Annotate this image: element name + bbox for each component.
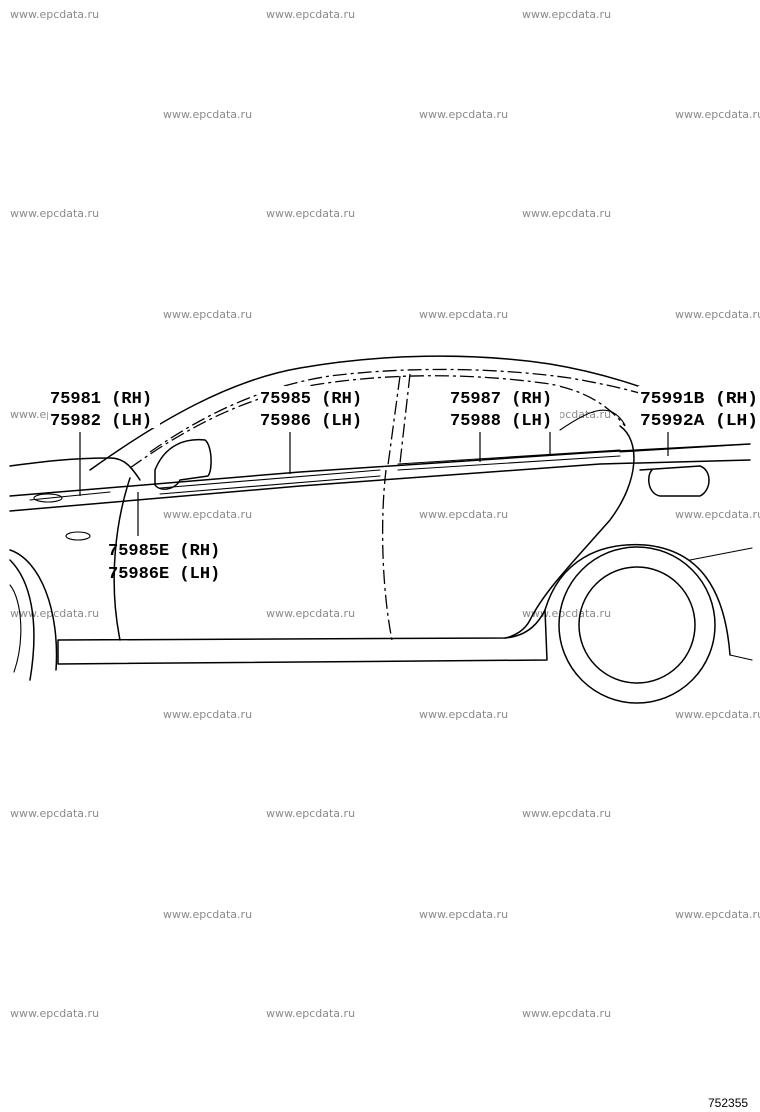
watermark-text: www.epcdata.ru	[522, 8, 611, 21]
fender-emblem	[65, 531, 91, 541]
callout-front-door-rh: 75985 (RH)	[260, 390, 362, 409]
side-marker	[33, 493, 63, 503]
rear-bumper	[689, 547, 753, 561]
front-door-shut-line	[381, 469, 393, 641]
callout-quarter-lh: 75992A (LH)	[640, 412, 758, 431]
watermark-text: www.epcdata.ru	[522, 1007, 611, 1020]
callout-front-fender-rh: 75981 (RH)	[50, 390, 152, 409]
rear-bumper-end	[729, 654, 753, 661]
front-door-molding-lower	[159, 475, 381, 495]
watermark-text: www.epcdata.ru	[522, 807, 611, 820]
quarter-panel	[639, 465, 710, 497]
callout-bg-front-fender	[48, 386, 160, 428]
watermark-text: www.epcdata.ru	[163, 308, 252, 321]
watermark-text: www.epcdata.ru	[419, 508, 508, 521]
callout-rear-door-rh: 75987 (RH)	[450, 390, 552, 409]
watermark-text: www.epcdata.ru	[266, 207, 355, 220]
watermark-text: www.epcdata.ru	[419, 908, 508, 921]
watermark-text: www.epcdata.ru	[675, 108, 760, 121]
watermark-text: www.epcdata.ru	[10, 8, 99, 21]
callout-front-door-e-lh: 75986E (LH)	[108, 565, 220, 584]
roof-drip-molding	[149, 368, 661, 453]
b-pillar-rear	[399, 373, 411, 464]
trunk-line	[619, 443, 751, 453]
watermark-text: www.epcdata.ru	[10, 807, 99, 820]
rear-wheel-arch	[544, 543, 731, 656]
watermark-text: www.epcdata.ru	[163, 508, 252, 521]
front-door-edge	[113, 477, 131, 641]
rear-door-molding-lower	[397, 455, 621, 471]
rear-window-line	[559, 409, 626, 431]
rear-door-edge	[504, 425, 635, 639]
rear-wheel-rim	[578, 566, 696, 684]
watermark-text: www.epcdata.ru	[419, 308, 508, 321]
watermark-text: www.epcdata.ru	[163, 908, 252, 921]
callout-bg-rear-door	[448, 386, 560, 428]
front-door-molding	[159, 469, 381, 489]
rear-wheel-tire	[558, 546, 716, 704]
front-wheel-tire	[9, 559, 35, 681]
callout-front-door-e-rh: 75985E (RH)	[108, 542, 220, 561]
car-side-view	[9, 355, 753, 704]
fender-molding	[29, 491, 111, 501]
watermark-text: www.epcdata.ru	[675, 508, 760, 521]
watermark-layer: www.epcdata.ru www.epcdata.ru www.epcdata.…	[10, 8, 760, 1020]
callout-front-door-lh: 75986 (LH)	[260, 412, 362, 431]
leader-lines	[79, 432, 669, 536]
callout-labels: 75981 (RH) 75982 (LH) 75985 (RH) 75986 (…	[48, 386, 760, 584]
callout-quarter-rh: 75991B (RH)	[640, 390, 758, 409]
watermark-text: www.epcdata.ru	[163, 108, 252, 121]
b-pillar	[387, 375, 401, 466]
watermark-text: www.epcdata.ru	[266, 8, 355, 21]
belt-line-lower	[9, 459, 751, 512]
callout-rear-door-lh: 75988 (LH)	[450, 412, 552, 431]
front-wheel-rim	[9, 584, 22, 673]
watermark-text: www.epcdata.ru	[419, 708, 508, 721]
callout-front-fender-lh: 75982 (LH)	[50, 412, 152, 431]
rear-door-molding	[397, 449, 621, 465]
hood-line	[9, 457, 141, 481]
front-wheel-arch	[9, 549, 58, 671]
figure-number: 752355	[708, 1096, 748, 1110]
roof-line	[89, 355, 701, 471]
watermark-text: www.epcdata.ru	[10, 207, 99, 220]
watermark-text: www.epcdata.ru	[675, 708, 760, 721]
watermark-text: www.epcdata.ru	[522, 207, 611, 220]
watermark-text: www.epcdata.ru	[266, 607, 355, 620]
watermark-text: www.epcdata.ru	[675, 908, 760, 921]
watermark-text: www.epcdata.ru	[10, 1007, 99, 1020]
watermark-text: www.epcdata.ru	[266, 1007, 355, 1020]
rocker-panel	[57, 609, 548, 665]
watermark-text: www.epcdata.ru	[675, 308, 760, 321]
watermark-text: www.epcdata.ru	[163, 708, 252, 721]
watermark-text: www.epcdata.ru	[10, 607, 99, 620]
callout-bg-quarter	[638, 386, 760, 428]
callout-bg-front-door	[258, 386, 370, 428]
watermark-text: www.epcdata.ru	[266, 807, 355, 820]
watermark-text: www.epcdata.ru	[419, 108, 508, 121]
side-mirror	[154, 438, 212, 490]
